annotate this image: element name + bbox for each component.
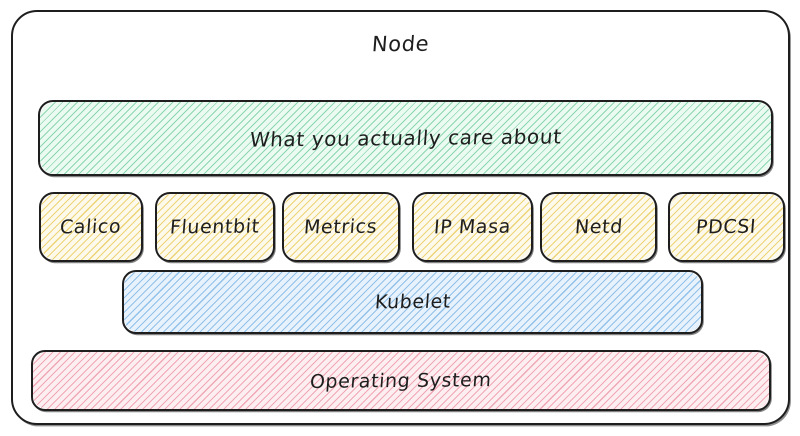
- agent-box-fluentbit[interactable]: Fluentbit: [155, 192, 275, 262]
- agent-box-calico[interactable]: Calico: [39, 192, 143, 262]
- agent-label: PDCSI: [695, 215, 758, 239]
- agent-box-metrics[interactable]: Metrics: [282, 192, 400, 262]
- agent-label: Metrics: [303, 215, 379, 239]
- layer-box-kubelet[interactable]: Kubelet: [122, 270, 703, 334]
- layer-box-operating-system[interactable]: Operating System: [31, 350, 771, 411]
- layer-label-operating-system: Operating System: [309, 368, 493, 393]
- node-title: Node: [370, 31, 431, 57]
- agent-box-ip-masa[interactable]: IP Masa: [412, 192, 533, 262]
- agent-label: Calico: [59, 215, 123, 239]
- layer-label-workload: What you actually care about: [248, 124, 563, 152]
- agent-box-pdcsi[interactable]: PDCSI: [668, 192, 785, 262]
- agent-label: IP Masa: [433, 215, 512, 239]
- layer-label-kubelet: Kubelet: [373, 290, 452, 314]
- agent-label: Netd: [573, 215, 624, 239]
- layer-box-workload[interactable]: What you actually care about: [38, 100, 773, 176]
- agent-label: Fluentbit: [169, 215, 261, 239]
- agent-box-netd[interactable]: Netd: [540, 192, 657, 262]
